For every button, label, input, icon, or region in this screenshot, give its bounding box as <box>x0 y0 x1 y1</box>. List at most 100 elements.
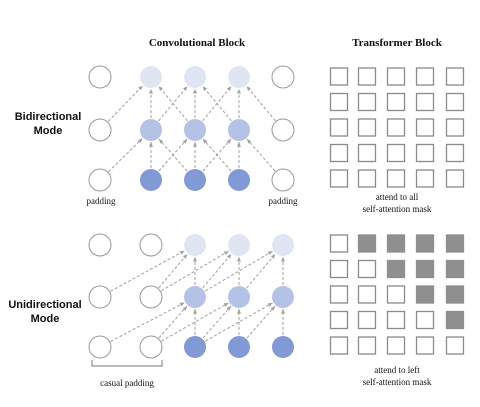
bidirectional-padding-node <box>88 168 112 192</box>
dashed-arrow <box>161 250 229 292</box>
unidirectional-mask-open-cell <box>329 234 349 253</box>
unidirectional-mask-masked-cell <box>445 285 465 304</box>
bidirectional-padding-node <box>271 65 295 89</box>
bidirectional-dark-node <box>184 169 206 191</box>
dashed-arrow <box>108 138 143 172</box>
bidirectional-dark-node <box>228 169 250 191</box>
unidirectional-mask-masked-cell <box>386 234 406 253</box>
unidirectional-mask-masked-cell <box>386 259 406 279</box>
unidirectional-padding-node <box>88 285 112 309</box>
caption-line: attend to left <box>374 365 420 375</box>
dashed-arrow <box>158 305 188 339</box>
bidirectional-dark-node <box>140 169 162 191</box>
bidirectional-mask-open-cell <box>357 169 377 188</box>
unidirectional-padding-node <box>88 335 112 359</box>
bidirectional-light-node <box>140 66 162 88</box>
casual-padding-bracket <box>91 360 163 367</box>
bidirectional-mask-open-cell <box>415 169 435 188</box>
dashed-arrow <box>161 302 229 342</box>
unidirectional-mask-open-cell <box>386 310 406 330</box>
unidirectional-mask-caption: attend to left self-attention mask <box>363 364 432 388</box>
bidirectional-mask-open-cell <box>445 143 465 163</box>
bidirectional-mask-open-cell <box>445 92 465 112</box>
dashed-arrow <box>202 138 232 172</box>
unidirectional-mask-open-cell <box>386 285 406 304</box>
dashed-arrow <box>246 305 276 339</box>
dashed-arrow <box>110 302 185 342</box>
unidirectional-mask-masked-cell <box>415 259 435 279</box>
unidirectional-light-node <box>184 234 206 256</box>
unidirectional-mask-open-cell <box>386 336 406 355</box>
unidirectional-mask-masked-cell <box>445 310 465 330</box>
bidirectional-padding-node <box>271 118 295 142</box>
bidirectional-padding-node <box>88 65 112 89</box>
unidirectional-mask-open-cell <box>329 259 349 279</box>
bidirectional-light-node <box>228 66 250 88</box>
mode-label-line: Unidirectional <box>8 299 82 311</box>
dashed-arrow <box>158 138 188 172</box>
mode-label-line: Bidirectional <box>14 111 82 123</box>
unidirectional-mask-masked-cell <box>445 234 465 253</box>
bidirectional-mask-caption: attend to all self-attention mask <box>363 191 432 215</box>
bidirectional-mask-open-cell <box>329 67 349 86</box>
dashed-arrow <box>246 253 276 289</box>
transformer-block-header: Transformer Block <box>352 37 442 49</box>
bidirectional-mask-open-cell <box>386 118 406 137</box>
bidirectional-mask-open-cell <box>357 67 377 86</box>
bidirectional-mid-node <box>228 119 250 141</box>
bidirectional-mask-open-cell <box>386 169 406 188</box>
bidirectional-mask-open-cell <box>415 67 435 86</box>
bidirectional-mask-open-cell <box>329 143 349 163</box>
bidirectional-mask-open-cell <box>357 92 377 112</box>
unidirectional-mid-node <box>184 286 206 308</box>
padding-label-right: padding <box>268 196 298 206</box>
casual-padding-label: casual padding <box>100 378 154 388</box>
bidirectional-mode-label: Bidirectional Mode <box>15 110 82 138</box>
unidirectional-mask-open-cell <box>415 336 435 355</box>
unidirectional-padding-node <box>88 233 112 257</box>
unidirectional-padding-node <box>139 335 163 359</box>
unidirectional-mask-masked-cell <box>445 259 465 279</box>
bidirectional-mid-node <box>184 119 206 141</box>
unidirectional-mask-open-cell <box>329 310 349 330</box>
caption-line: attend to all <box>375 192 419 202</box>
dashed-arrow <box>158 253 188 289</box>
bidirectional-mask-open-cell <box>445 118 465 137</box>
unidirectional-mask-open-cell <box>357 259 377 279</box>
bidirectional-mask-open-cell <box>415 143 435 163</box>
bidirectional-mid-node <box>140 119 162 141</box>
bidirectional-padding-node <box>88 118 112 142</box>
unidirectional-mask-open-cell <box>445 336 465 355</box>
unidirectional-dark-node <box>184 336 206 358</box>
bidirectional-mask-open-cell <box>386 92 406 112</box>
unidirectional-dark-node <box>272 336 294 358</box>
dashed-arrow <box>158 85 188 122</box>
unidirectional-mask-masked-cell <box>357 234 377 253</box>
bidirectional-mask-open-cell <box>357 143 377 163</box>
unidirectional-mask-open-cell <box>415 310 435 330</box>
unidirectional-padding-node <box>139 233 163 257</box>
unidirectional-dark-node <box>228 336 250 358</box>
unidirectional-mask-masked-cell <box>415 285 435 304</box>
bidirectional-mask-open-cell <box>386 143 406 163</box>
dashed-arrow <box>202 305 232 339</box>
dashed-arrow <box>202 85 232 122</box>
dashed-arrow <box>205 302 273 342</box>
bidirectional-mask-open-cell <box>329 92 349 112</box>
dashed-arrow <box>246 85 276 122</box>
bidirectional-mask-open-cell <box>329 118 349 137</box>
mode-label-line: Mode <box>30 313 60 325</box>
bidirectional-padding-node <box>271 168 295 192</box>
mode-label-line: Mode <box>33 125 63 137</box>
unidirectional-mid-node <box>272 286 294 308</box>
caption-line: self-attention mask <box>362 204 432 214</box>
dashed-arrow <box>246 138 276 172</box>
unidirectional-mask-open-cell <box>357 285 377 304</box>
bidirectional-mask-open-cell <box>415 92 435 112</box>
bidirectional-mask-open-cell <box>357 118 377 137</box>
unidirectional-light-node <box>272 234 294 256</box>
unidirectional-mask-open-cell <box>329 285 349 304</box>
padding-label-left: padding <box>86 196 116 206</box>
